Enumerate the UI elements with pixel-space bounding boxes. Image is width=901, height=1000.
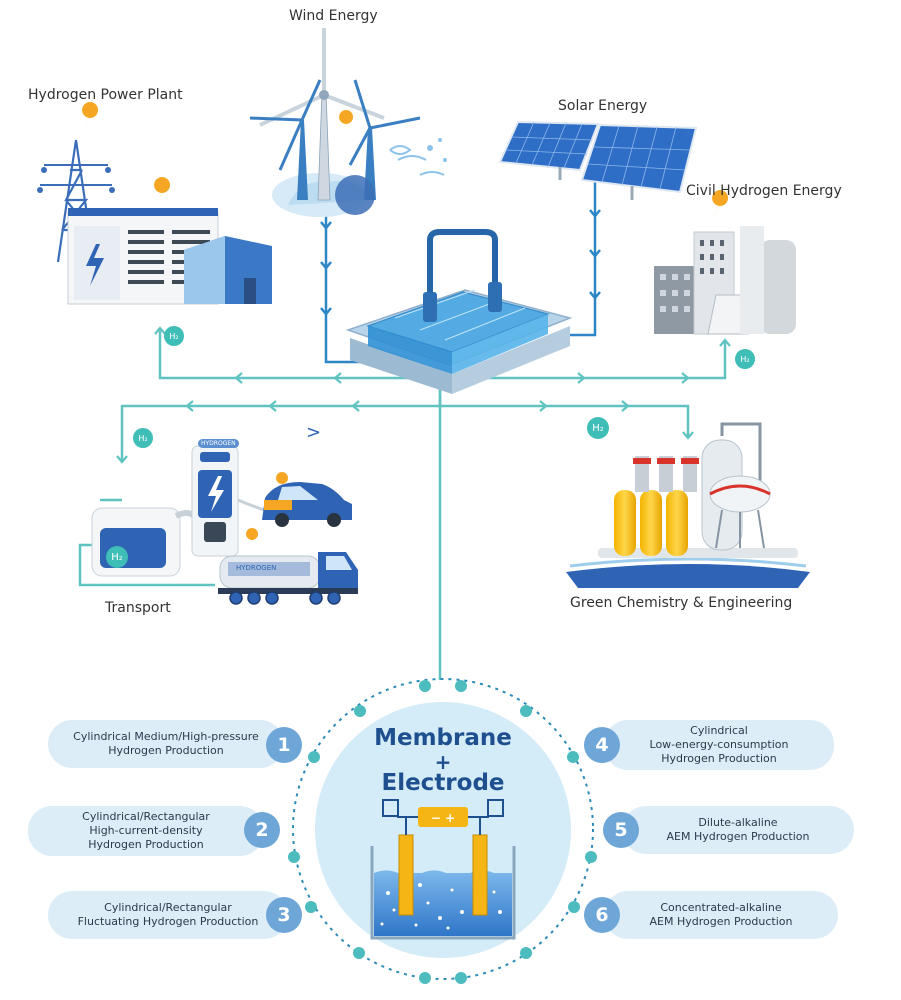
method-number-3: 3 (266, 897, 302, 933)
electrolysis-cell-icon: − + (370, 799, 516, 940)
method-1-line-1: Cylindrical Medium/High-pressure (73, 730, 259, 743)
chemical-plant-illustration (566, 422, 810, 588)
method-5-line-2: AEM Hydrogen Production (666, 830, 810, 843)
core-title-plus: + (434, 750, 452, 774)
h2-badge-plant: H₂ (164, 326, 184, 346)
hydrogen-truck-label: HYDROGEN (236, 564, 277, 572)
method-2-line-1: Cylindrical/Rectangular (82, 810, 210, 823)
method-number-2: 2 (244, 812, 280, 848)
chevron-right-icon: > (306, 422, 321, 443)
hydrogen-station-sign: HYDROGEN (198, 439, 239, 448)
h2-badge-chemistry: H₂ (587, 417, 609, 439)
core-title-electrode: Electrode (381, 770, 505, 796)
hydrogen-power-plant-illustration (37, 102, 272, 305)
flow-arrows (116, 326, 731, 464)
battery-symbols: − + (431, 811, 455, 825)
h2-badge-transport: H₂ (133, 428, 153, 448)
civil-buildings-illustration (654, 190, 796, 335)
solar-panels-illustration (498, 120, 698, 200)
hydrogen-power-plant-label: Hydrogen Power Plant (28, 87, 183, 103)
green-chemistry-label: Green Chemistry & Engineering (570, 595, 793, 611)
method-number-5: 5 (603, 812, 639, 848)
method-number-6: 6 (584, 897, 620, 933)
h2-badge-civil: H₂ (735, 349, 755, 369)
wind-turbines-illustration (249, 28, 447, 217)
method-1-line-2: Hydrogen Production (108, 744, 224, 757)
method-6-line-2: AEM Hydrogen Production (649, 915, 793, 928)
method-number-4: 4 (584, 727, 620, 763)
method-4-line-1: Cylindrical (690, 724, 748, 737)
core-title-membrane: Membrane (374, 725, 512, 751)
solar-energy-label: Solar Energy (558, 98, 648, 114)
wind-energy-label: Wind Energy (289, 8, 378, 24)
method-5-line-1: Dilute-alkaline (698, 816, 778, 829)
method-2-line-2: High-current-density (89, 824, 203, 837)
method-2-line-3: Hydrogen Production (88, 838, 204, 851)
h2-badge-storage: H₂ (106, 546, 128, 568)
method-number-1: 1 (266, 727, 302, 763)
method-6-line-1: Concentrated-alkaline (660, 901, 782, 914)
transport-label: Transport (105, 600, 171, 616)
method-3-line-1: Cylindrical/Rectangular (104, 901, 232, 914)
method-3-line-2: Fluctuating Hydrogen Production (77, 915, 259, 928)
electrolyzer-stack (345, 229, 573, 394)
transport-illustration (91, 445, 358, 605)
method-4-line-3: Hydrogen Production (661, 752, 777, 765)
method-4-line-2: Low-energy-consumption (649, 738, 789, 751)
civil-hydrogen-energy-label: Civil Hydrogen Energy (686, 183, 842, 199)
